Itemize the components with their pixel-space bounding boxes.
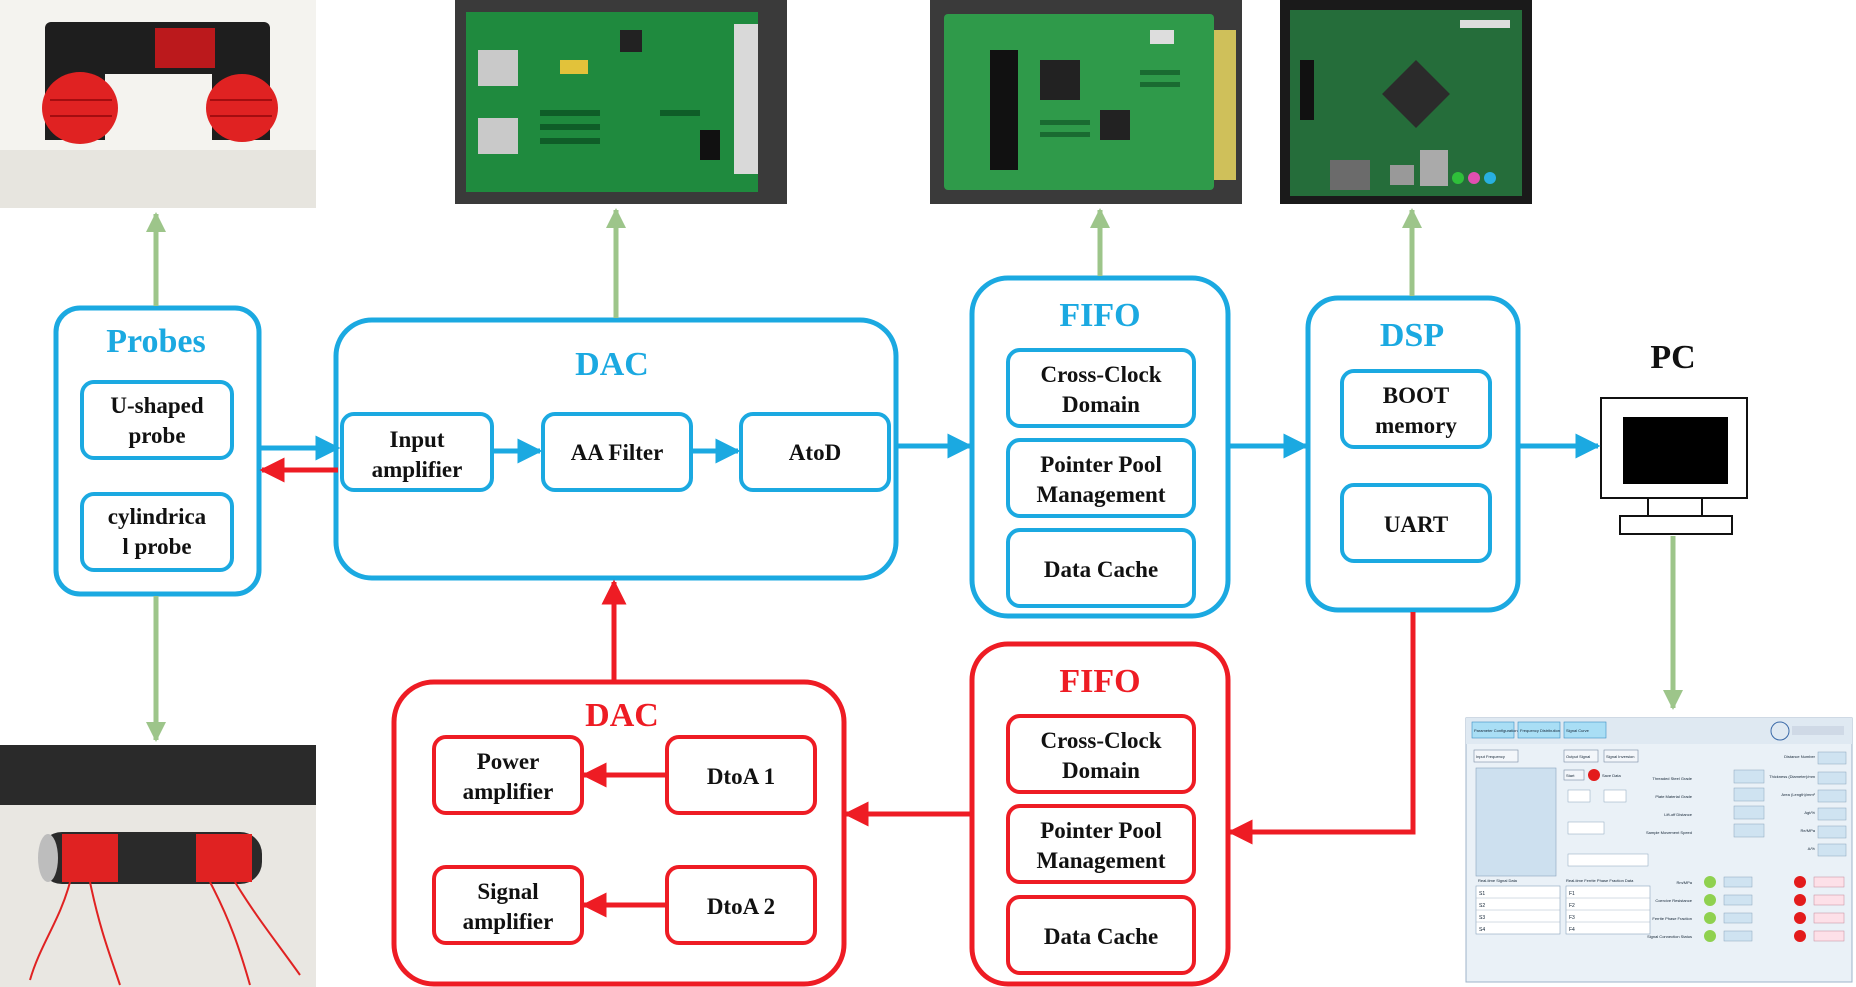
input-amplifier-line2: amplifier xyxy=(372,457,463,482)
dac-input-title: DAC xyxy=(575,346,649,383)
fifo-bottom-crossclock-line2: Domain xyxy=(1062,758,1140,783)
ui-text-label: Real-time Ferrite Phase Fraction Data xyxy=(1566,878,1634,883)
power-amplifier-line1: Power xyxy=(477,749,540,774)
sw-btn-3 xyxy=(1563,769,1585,781)
dsp-module: DSP BOOT memory UART xyxy=(1305,295,1521,613)
ui-text-label: S1 xyxy=(1479,891,1485,897)
ui-text-label: Input Frequency xyxy=(1476,754,1505,759)
dac-output-module: DAC Power amplifier DtoA 1 Signal amplif… xyxy=(391,679,847,987)
ui-text-label: Frequency Distribution xyxy=(1520,728,1560,733)
ui-text-label: Re/MPa xyxy=(1801,828,1816,833)
ui-text-label: Sample Movement Speed xyxy=(1646,830,1692,835)
ui-text-label: Area (Length)/mm² xyxy=(1781,792,1815,797)
ui-text-label: S2 xyxy=(1479,903,1485,909)
input-amplifier-line1: Input xyxy=(390,427,445,452)
fifo-board-photo xyxy=(930,0,1242,204)
ui-text-label: F2 xyxy=(1569,903,1575,909)
aa-filter-label: AA Filter xyxy=(571,440,664,465)
ui-text-label: Signal Curve xyxy=(1566,728,1590,733)
fifo-bottom-pointer-line1: Pointer Pool xyxy=(1040,818,1162,843)
fifo-top-pointer-line2: Management xyxy=(1036,482,1165,507)
dsp-board-photo xyxy=(1280,0,1532,204)
dtoa2-label: DtoA 2 xyxy=(707,894,775,919)
ui-text-label: Real-time Signal Data xyxy=(1478,878,1518,883)
ui-text-label: F1 xyxy=(1569,891,1575,897)
dac-board-photo xyxy=(455,0,787,204)
ui-text-label: Threaded Steel Grade xyxy=(1652,776,1692,781)
ui-text-label: Lift-off Distance xyxy=(1664,812,1692,817)
ui-text-label: Save Data xyxy=(1602,773,1621,778)
fifo-top-pointer-line1: Pointer Pool xyxy=(1040,452,1162,477)
dsp-title: DSP xyxy=(1380,317,1444,354)
ui-text-label: F4 xyxy=(1569,927,1575,933)
ui-text-label: Plate Material Grade xyxy=(1655,794,1692,799)
ui-text-label: Output Signal xyxy=(1566,754,1590,759)
signal-amplifier-line2: amplifier xyxy=(463,909,554,934)
fifo-top-crossclock-line2: Domain xyxy=(1062,392,1140,417)
software-ui-screenshot: Parameter Configuration Frequency Distri… xyxy=(1465,717,1853,983)
ui-text-label: A/% xyxy=(1808,846,1816,851)
sw-btn-1 xyxy=(1563,749,1599,763)
ui-text-label: Thickness (Diameter)/mm xyxy=(1769,774,1815,779)
fifo-top-title: FIFO xyxy=(1059,297,1140,334)
dtoa1-label: DtoA 1 xyxy=(707,764,775,789)
ui-text-label: Rm/MPa xyxy=(1676,880,1692,885)
pc-module: PC xyxy=(1600,339,1748,535)
signal-amplifier-line1: Signal xyxy=(477,879,538,904)
probes-title: Probes xyxy=(106,323,205,360)
dac-input-module: DAC Input amplifier AA Filter AtoD xyxy=(333,317,899,581)
ui-text-label: S4 xyxy=(1479,927,1485,933)
ui-text-label: Signal Connection Status xyxy=(1647,934,1692,939)
fifo-top-crossclock-line1: Cross-Clock xyxy=(1041,362,1162,387)
photo-link-arrows xyxy=(146,208,1683,742)
ui-text-label: F3 xyxy=(1569,915,1575,921)
fifo-bottom-crossclock-line1: Cross-Clock xyxy=(1041,728,1162,753)
fifo-top-module: FIFO Cross-Clock Domain Pointer Pool Man… xyxy=(969,275,1231,619)
fifo-top-cache-label: Data Cache xyxy=(1044,557,1158,582)
u-probe-label-line1: U-shaped xyxy=(110,393,204,418)
cyl-probe-label-line2: l probe xyxy=(122,534,191,559)
probes-module: Probes U-shaped probe cylindrica l probe xyxy=(53,305,262,597)
u-probe-label-line2: probe xyxy=(128,423,185,448)
dac-output-title: DAC xyxy=(585,697,659,734)
ui-text-label: Ferrite Phase Fraction xyxy=(1652,916,1692,921)
boot-memory-line1: BOOT xyxy=(1383,383,1449,408)
sw-btn-0 xyxy=(1473,749,1519,763)
acquisition-arrows xyxy=(260,433,1601,464)
fifo-bottom-title: FIFO xyxy=(1059,663,1140,700)
sw-tab-0 xyxy=(1471,721,1515,739)
ui-text-label: Coercive Resistance xyxy=(1655,898,1692,903)
boot-memory-line2: memory xyxy=(1375,413,1457,438)
cyl-probe-label-line1: cylindrica xyxy=(108,504,207,529)
fifo-bottom-pointer-line2: Management xyxy=(1036,848,1165,873)
ui-text-label: Start xyxy=(1566,773,1575,778)
sw-btn-2 xyxy=(1603,749,1639,763)
excitation-arrows xyxy=(259,457,1416,918)
fifo-bottom-cache-label: Data Cache xyxy=(1044,924,1158,949)
power-amplifier-line2: amplifier xyxy=(463,779,554,804)
ui-text-label: Parameter Configuration xyxy=(1474,728,1518,733)
ui-text-label: S3 xyxy=(1479,915,1485,921)
sw-tab-1 xyxy=(1517,721,1561,739)
uart-label: UART xyxy=(1384,512,1448,537)
fifo-bottom-module: FIFO Cross-Clock Domain Pointer Pool Man… xyxy=(969,641,1231,987)
atod-label: AtoD xyxy=(789,440,841,465)
sw-tab-2 xyxy=(1563,721,1607,739)
cylindrical-probe-photo xyxy=(0,745,316,987)
ui-text-label: Distance Number xyxy=(1784,754,1816,759)
ui-text-label: Signal Inversion xyxy=(1606,754,1634,759)
u-probe-photo xyxy=(0,0,316,208)
ui-text-label: Agt/% xyxy=(1804,810,1815,815)
pc-title: PC xyxy=(1650,339,1695,376)
